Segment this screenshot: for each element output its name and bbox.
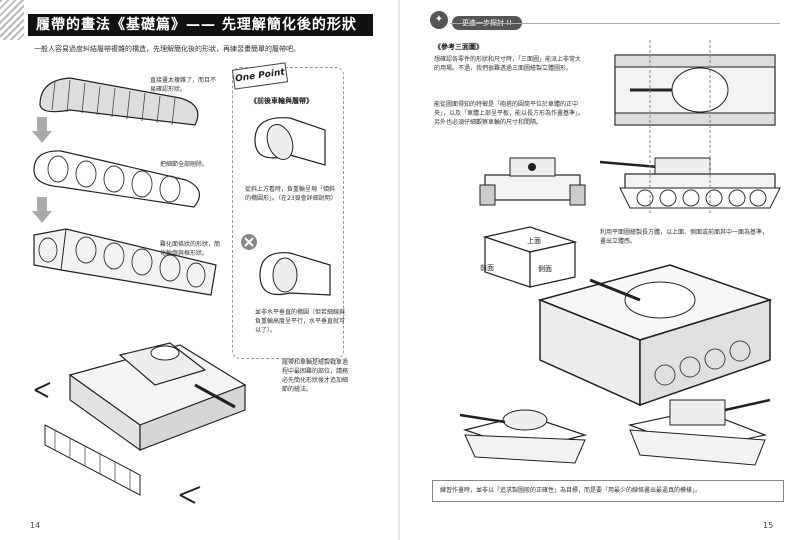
box-caption: 利用平面圖繪製長方體，以上面、側面或前面其中一面為基準，畫出立體感。: [600, 229, 769, 245]
onepoint-box: [232, 67, 344, 359]
box-label-side: 側面: [538, 265, 552, 273]
box-diagram-illustration: [482, 226, 578, 288]
page-number-right: 15: [763, 521, 774, 530]
wheel-track-correct-illustration: [254, 117, 326, 166]
tank-sketch-1-illustration: [459, 409, 588, 464]
onepoint-note1: 從斜上方看時，負重輪呈現「傾斜的橢圓形」。（在23頁會詳細說明）: [245, 186, 337, 202]
intro-text: 一般人容易過度糾結履帶複雜的構造，先理解簡化後的形狀，再練習畫簡單的履帶吧。: [34, 45, 300, 53]
reference-heading: 《參考三面圖》: [434, 43, 483, 51]
tank-top-view-illustration: [614, 54, 776, 126]
reference-text-1: 想確認各零件的形狀和尺寸時，「三面圖」能派上非常大的用場。不過，我們很難透過三面…: [434, 56, 582, 72]
tank-in-box-illustration: [537, 264, 773, 407]
down-arrow-icon: [32, 197, 52, 223]
box-label-top: 上面: [527, 237, 541, 245]
page-title: 履帶的畫法《基礎篇》—— 先理解簡化後的形狀: [28, 14, 373, 36]
page-gutter: [398, 0, 400, 540]
wheel-track-wrong-illustration: [259, 252, 331, 296]
tank-front-view-illustration: [479, 157, 586, 206]
guide-lines: [649, 40, 711, 215]
left-page: 履帶的畫法《基礎篇》—— 先理解簡化後的形狀 一般人容易過度糾結履帶複雜的構造，…: [0, 0, 399, 540]
tip-divider: [450, 23, 780, 24]
track-detailed-illustration: [39, 77, 199, 126]
tank-caption: 履帶和車輪是繪製戰車過程中最困難的部位，請務必先簡化形狀後才追加細節的繪法。: [282, 359, 349, 393]
onepoint-heading: 《前後車輪與履帶》: [250, 97, 313, 105]
tank-sketch-2-illustration: [627, 398, 771, 466]
wrong-mark-icon: [241, 234, 257, 250]
down-arrow-icon: [32, 117, 52, 143]
step3-caption: 難化面條狀的形狀，簡化輪廓與框形狀。: [160, 241, 221, 257]
track-simplified-illustration: [33, 150, 201, 208]
footer-box: [432, 480, 784, 502]
tank-side-view-illustration: [600, 157, 781, 209]
onepoint-note2: 並非水平垂直的橢圓（但若細線與負重輪高度呈平行，水平垂直就可以了）。: [255, 309, 346, 334]
tip-icon: ✦: [430, 11, 448, 29]
box-label-front: 前面: [480, 264, 494, 272]
track-box-illustration: [33, 228, 217, 296]
tank-diagram-illustration: [34, 342, 247, 504]
page-number-left: 14: [30, 521, 41, 530]
corner-hatch: [0, 0, 24, 40]
step2-caption: 把細節全部刪除。: [160, 161, 209, 168]
reference-text-2: 能從圖面得知的特徵是「砲塔的圓筒平位於車體的正中央」，以及「車體上部呈平板，能以…: [434, 101, 585, 126]
footer-text: 練習作畫時，並非以「追求製圖般的正確性」為目標，而是要「用最少的線條畫出最逼真的…: [440, 487, 702, 494]
step1-caption: 直接畫太複雜了，而且不易確認形狀。: [150, 77, 217, 93]
